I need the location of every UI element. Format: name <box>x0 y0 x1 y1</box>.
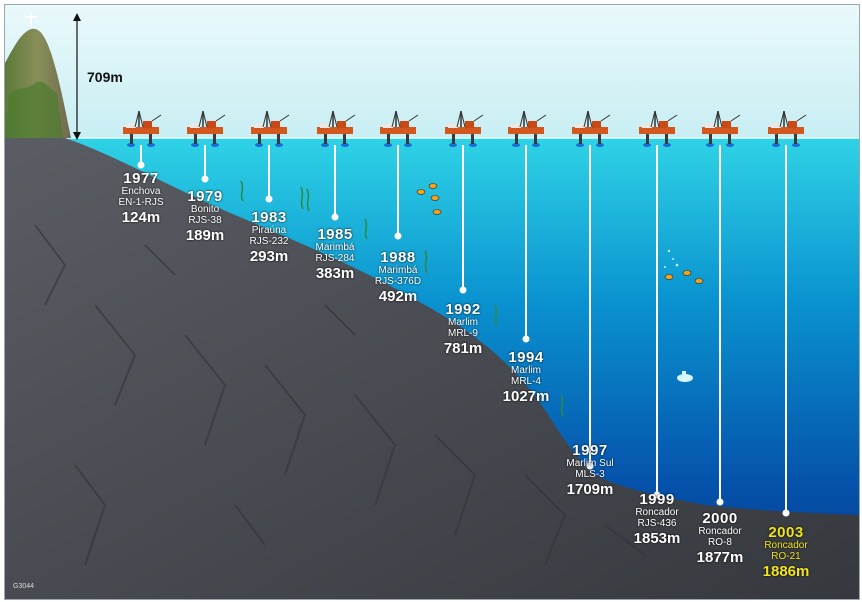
wellhead-marker <box>137 161 145 169</box>
wellhead-marker <box>459 286 467 294</box>
platform-icon <box>380 110 419 147</box>
continental-slope <box>5 138 859 599</box>
label-depth: 1853m <box>633 530 681 547</box>
label-year: 1999 <box>639 491 675 508</box>
label-well: MRL-4 <box>510 376 541 387</box>
platform-icon <box>317 110 356 147</box>
label-field: Marlim <box>448 317 478 328</box>
wellhead-marker <box>265 195 273 203</box>
hill-vegetation <box>5 81 63 138</box>
platform-icon <box>187 110 226 147</box>
wellhead-marker <box>331 213 339 221</box>
platform-icon <box>572 110 611 147</box>
platforms <box>123 110 807 147</box>
platform-icon <box>639 110 678 147</box>
label-well: MRL-9 <box>447 328 478 339</box>
platform-icon <box>251 110 290 147</box>
label-year: 1983 <box>251 209 287 226</box>
label-year: 1985 <box>317 226 353 243</box>
wellhead-marker <box>394 232 402 240</box>
seaweed <box>240 180 564 418</box>
label-depth: 781m <box>443 340 483 357</box>
label-field: Marimbá <box>378 265 418 276</box>
sky <box>5 5 859 138</box>
platform-icon <box>702 110 741 147</box>
label-year: 1997 <box>572 442 608 459</box>
fish-school <box>416 183 704 284</box>
submarine-icon <box>677 371 693 382</box>
label-field: Piraúna <box>251 225 287 236</box>
label-depth: 124m <box>121 209 161 226</box>
label-field: Marlim <box>511 365 541 376</box>
label-well: RJS-38 <box>188 215 222 226</box>
wellhead-marker <box>586 462 594 470</box>
seabed-scene <box>5 5 859 599</box>
label-well: RO-21 <box>771 551 801 562</box>
label-well: RO-8 <box>708 537 732 548</box>
label-year: 2000 <box>702 510 738 527</box>
risers <box>137 145 790 517</box>
label-field: Bonito <box>190 204 220 215</box>
label-depth: 383m <box>315 265 355 282</box>
label-depth: 293m <box>249 248 289 265</box>
label-well: RJS-232 <box>249 236 289 247</box>
label-year: 2003 <box>768 524 804 541</box>
label-year: 1988 <box>380 249 416 266</box>
rock-texture <box>34 224 646 566</box>
label-depth: 1027m <box>502 388 550 405</box>
label-year: 1979 <box>187 188 223 205</box>
label-field: Enchova <box>121 186 161 197</box>
height-indicator <box>73 13 81 140</box>
label-depth: 189m <box>185 227 225 244</box>
label-depth: 1877m <box>696 549 744 566</box>
platform-icon <box>508 110 547 147</box>
label-depth: 492m <box>378 288 418 305</box>
wellhead-marker <box>782 509 790 517</box>
label-well: EN-1-RJS <box>118 197 164 208</box>
bubbles <box>664 249 679 268</box>
label-depth: 1886m <box>762 563 810 580</box>
figure-code: G3044 <box>13 583 35 590</box>
label-year: 1992 <box>445 301 481 318</box>
label-well: MLS-3 <box>575 469 605 480</box>
label-well: RJS-284 <box>315 253 355 264</box>
wellhead-marker <box>653 491 661 499</box>
platform-icon <box>123 110 162 147</box>
label-field: Roncador <box>698 526 742 537</box>
platform-icon <box>445 110 484 147</box>
platform-icon <box>768 110 807 147</box>
wellhead-marker <box>716 498 724 506</box>
label-year: 1994 <box>508 349 544 366</box>
hill-height-label: 709m <box>87 69 123 85</box>
label-depth: 1709m <box>566 481 614 498</box>
wellhead-marker <box>201 175 209 183</box>
label-year: 1977 <box>123 170 159 187</box>
statue-icon <box>25 13 37 27</box>
label-field: Roncador <box>764 540 808 551</box>
wellhead-marker <box>522 335 530 343</box>
label-field: Marlim Sul <box>566 458 614 469</box>
label-field: Roncador <box>635 507 679 518</box>
label-field: Marimbá <box>315 242 355 253</box>
label-well: RJS-376D <box>374 276 422 287</box>
label-well: RJS-436 <box>637 518 677 529</box>
